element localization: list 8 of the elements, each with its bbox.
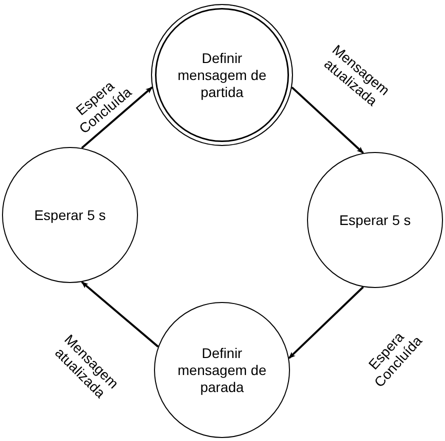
state-label: Definir mensagem de parada: [176, 344, 268, 396]
arrow: [291, 86, 364, 154]
arrow: [81, 86, 153, 149]
arrow: [288, 286, 364, 359]
arrow: [81, 281, 159, 348]
state-label: Esperar 5 s: [339, 212, 411, 228]
state-label: Definir mensagem de partida: [176, 50, 268, 100]
state-label: Esperar 5 s: [34, 206, 106, 224]
